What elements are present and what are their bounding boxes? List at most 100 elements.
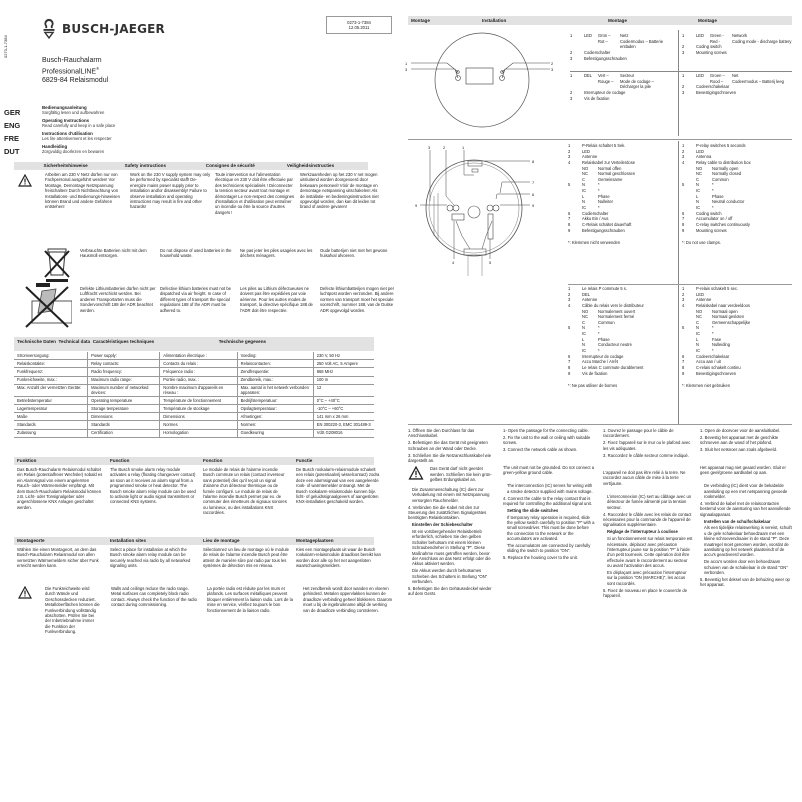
tech-cell: Normen: (236, 420, 314, 430)
tech-cell: Température de fonctionnement (159, 396, 238, 406)
accumulator-text: En déplaçant avec précaution l'interrupt… (607, 569, 687, 586)
tech-row: Funkreichweite, max.:Maximum radio range… (14, 376, 374, 385)
tech-cell: 100 m (312, 376, 374, 385)
battery-disposal-texts: Verbrauchte Batterien nicht mit dem Haus… (80, 248, 388, 259)
side-doc-code: 0273-1-7384 (3, 35, 8, 58)
tech-cell: Dimensions (159, 412, 238, 422)
product-title: Busch-Rauchalarm ProfessionalLINE® 6829-… (42, 57, 109, 85)
tech-cell: Dimensions (87, 412, 160, 422)
terminal-note: *: Ne pas utiliser de bornes (568, 383, 618, 389)
step-item: 1. Öffnen Sie den Durchlass für das Ansc… (408, 428, 475, 439)
terminal-subitem: IC* (696, 188, 714, 194)
tech-cell: Maße (14, 412, 88, 422)
svg-text:2: 2 (443, 145, 446, 150)
step-item: 3. Raccordez le câble secteur comme indi… (603, 452, 689, 458)
tech-cell: Relaiskontakte: (14, 359, 88, 369)
tech-cell: Lagertemperatur (14, 404, 88, 414)
doc-number: 0273-1-7384 (347, 20, 371, 25)
tech-row: Max. Anzahl der vernetzten Geräte:Maximu… (14, 384, 374, 397)
tech-cell: -10°C – +60°C (312, 404, 374, 414)
ic-note: De verbinding (IC) dient voor de bekabel… (704, 483, 788, 499)
slide-switch-text: Ist ein vorübergehender Relaisbetrieb er… (412, 529, 491, 567)
tech-cell: 12 (312, 384, 374, 397)
slide-switch-title: Einstellen der Schiebeschalter (412, 522, 473, 528)
tech-header: Technische Daten Technical data Caractér… (14, 337, 374, 351)
brand-logo: BUSCH-JAEGER (42, 18, 165, 40)
svg-text:7: 7 (532, 180, 535, 185)
tech-cell: Afmetingen: (236, 412, 314, 422)
ground-warning: Das Gerät darf nicht geerdet werden. Sch… (430, 466, 492, 482)
busch-jaeger-logo-icon (43, 18, 55, 40)
steps-eng: 1- Open the passage for the connecting c… (503, 428, 595, 562)
step-item: 4. Raccordez le câble avec les relais de… (603, 511, 692, 528)
step-item: 1- Open the passage for the connecting c… (503, 428, 589, 433)
function-texts: Das Busch-Rauchalarm Relaismodul schalte… (17, 467, 380, 515)
warning-icon (18, 174, 32, 187)
crossed-bin-icon (44, 248, 70, 282)
tech-cell: 0°C – +40°C (312, 396, 374, 406)
lithium-texts: Defekte Lithiumbatterien dürfen nicht pe… (80, 286, 395, 313)
tech-cell: Maximum number of networked devices: (87, 384, 160, 397)
slide-switch-title: Setting the slide switches (507, 507, 559, 513)
tech-cell: Max. Anzahl der vernetzten Geräte: (14, 384, 88, 397)
tech-cell: Voeding: (236, 352, 314, 361)
accumulator-text: The accumulators are connected by carefu… (507, 543, 591, 554)
tech-cell: VdS G208016 (312, 429, 374, 438)
slide-switch-text: Als een tijdelijke relaiswerking is vere… (704, 525, 792, 558)
tech-cell: Storage temperature (87, 404, 160, 414)
tech-cell: Portée radio, max. : (159, 376, 238, 385)
step-item: 5. Replace the housing cover to the unit… (503, 555, 578, 561)
step-item: 3. Sluit het netsnoer aan zoals afgebeel… (700, 447, 778, 453)
step-item: 4. Connect the cable to the relay contac… (503, 495, 592, 506)
tech-cell: Power supply: (87, 352, 160, 361)
legend-divider-h (570, 71, 792, 72)
svg-text:6: 6 (532, 192, 535, 197)
tech-cell: Max. aantal in het netwerk verbonden app… (236, 384, 314, 397)
step-item: 1. Ouvrez le passage pour le câble de ra… (603, 428, 674, 439)
svg-text:8: 8 (532, 159, 535, 164)
terminal-subitem: IC* (696, 348, 714, 354)
tech-cell: Relaiscontacten: (236, 359, 314, 369)
sites-texts: Wählen Sie einen Montageort, an dem das … (17, 547, 381, 569)
tech-cell: Alimentation électrique : (159, 352, 238, 361)
terminal-subitem: IC* (582, 348, 600, 354)
doc-number-box: 0273-1-7384 12.05.2011 (326, 16, 392, 34)
